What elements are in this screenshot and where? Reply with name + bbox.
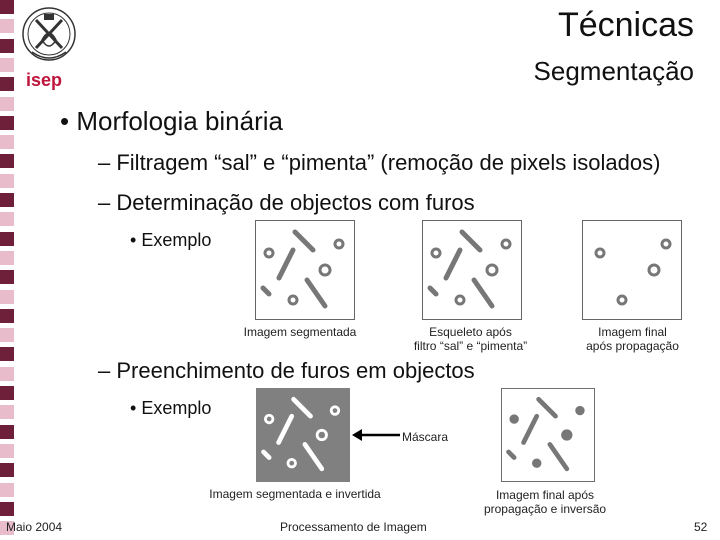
dash-filtragem: – Filtragem “sal” e “pimenta” (remoção d…: [98, 150, 661, 175]
sidebar-square: [0, 96, 14, 111]
image-final-propagation: [582, 220, 682, 320]
dash-text: Filtragem “sal” e “pimenta” (remoção de …: [116, 150, 661, 175]
footer-date: Maio 2004: [6, 520, 63, 534]
sidebar-square: [0, 250, 14, 265]
caption-line: após propagação: [586, 339, 679, 353]
sidebar-square: [0, 270, 14, 285]
sidebar-square: [0, 212, 14, 227]
dash-text: Determinação de objectos com furos: [116, 190, 475, 215]
dash-preenchimento: – Preenchimento de furos em objectos: [98, 358, 475, 383]
caption-line: propagação e inversão: [483, 502, 607, 516]
sidebar-square: [0, 328, 14, 343]
sub-bullet-exemplo-2: • Exemplo: [130, 398, 212, 418]
caption-final-inversion: Imagem final após propagação e inversão: [470, 488, 620, 516]
logo-text: isep: [26, 70, 63, 90]
caption-line: Imagem final: [598, 325, 667, 339]
slide-title: Técnicas: [557, 6, 694, 44]
image-inverted: [256, 388, 350, 482]
sidebar-square: [0, 386, 14, 400]
image-segmented: [255, 220, 355, 320]
sidebar-square: [0, 0, 14, 14]
footer-center: Processamento de Imagem: [280, 520, 427, 534]
sidebar-square: [0, 347, 14, 362]
sidebar-square: [0, 77, 14, 92]
sidebar-square: [0, 366, 14, 381]
bullet-text: Morfologia binária: [76, 106, 283, 136]
sidebar-square: [0, 173, 14, 188]
sidebar-square: [0, 443, 14, 458]
caption-final: Imagem final após propagação: [560, 325, 705, 353]
caption-line: Esqueleto após: [429, 325, 512, 339]
sidebar-square: [0, 135, 14, 150]
mask-label: Máscara: [402, 430, 449, 444]
caption-line: Imagem final após: [495, 488, 595, 502]
sidebar-square: [0, 463, 14, 478]
sidebar-square: [0, 231, 14, 246]
slide-subtitle: Segmentação: [533, 56, 694, 86]
isep-logo: [22, 7, 76, 61]
sidebar-square: [0, 521, 14, 536]
sidebar-square: [0, 115, 14, 130]
caption-line: filtro “sal” e “pimenta”: [413, 339, 528, 353]
bullet-morfologia: • Morfologia binária: [60, 106, 283, 136]
arrow-left-icon: [352, 429, 400, 441]
sub-bullet-exemplo-1: • Exemplo: [130, 230, 212, 250]
image-final-inversion: [501, 388, 595, 482]
sub-bullet-text: Exemplo: [141, 230, 212, 250]
sidebar-square: [0, 57, 14, 72]
sidebar-square: [0, 482, 14, 497]
dash-determinacao: – Determinação de objectos com furos: [98, 190, 475, 215]
sidebar-square: [0, 405, 14, 420]
sidebar-square: [0, 308, 14, 323]
page-number: 52: [694, 520, 708, 534]
sidebar-square: [0, 424, 14, 439]
sidebar-square: [0, 154, 14, 169]
caption-skeleton: Esqueleto após filtro “sal” e “pimenta”: [388, 325, 553, 353]
image-skeleton: [422, 220, 522, 320]
caption-segmented: Imagem segmentada: [243, 325, 357, 339]
caption-inverted: Imagem segmentada e invertida: [209, 487, 381, 501]
sidebar-square: [0, 289, 14, 304]
sidebar-strip: [0, 0, 14, 540]
sidebar-square: [0, 38, 14, 53]
sidebar-square: [0, 19, 14, 34]
dash-text: Preenchimento de furos em objectos: [116, 358, 475, 383]
sub-bullet-text: Exemplo: [141, 398, 212, 418]
sidebar-square: [0, 193, 14, 207]
sidebar-square: [0, 501, 14, 516]
